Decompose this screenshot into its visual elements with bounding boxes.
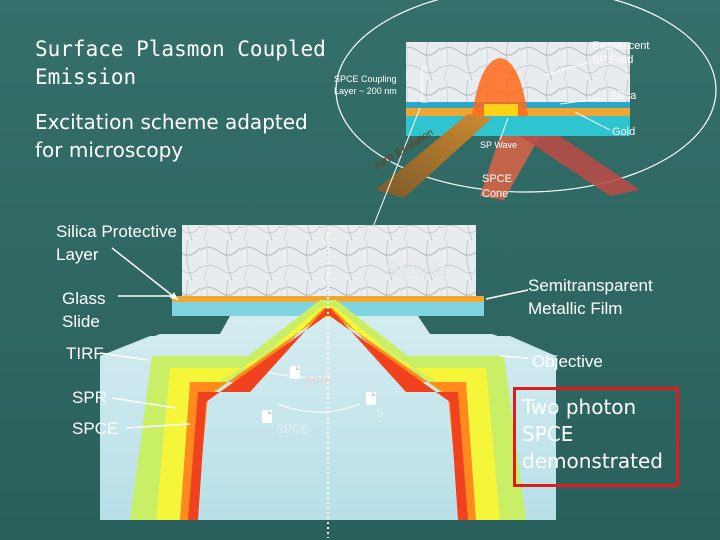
- callout-line1: Two photon: [522, 395, 637, 419]
- coupling-bracket: [421, 67, 428, 103]
- evanescent-label-line1: Evanescent: [592, 40, 650, 52]
- spce-cone-label-line2: Cone: [482, 188, 509, 200]
- angle-s-label: S: [376, 406, 385, 420]
- silica-protective-label-line1: Silica Protective: [56, 222, 177, 241]
- subtitle-line1: Excitation scheme adapted: [35, 110, 308, 134]
- evanescent-label-line2: SP Field: [592, 54, 634, 66]
- inset-spce-cone-right: [520, 136, 640, 196]
- pointer-spr: [111, 397, 177, 409]
- silica-label: Silica: [610, 90, 637, 102]
- inset-hotspot: [484, 104, 518, 116]
- objective-label: Objective: [532, 352, 603, 371]
- pointer-objective: [499, 355, 529, 359]
- subtitle-line2: for microscopy: [35, 138, 184, 162]
- callout-text: Two photon SPCE demonstrated: [522, 394, 682, 475]
- glass-slide-label-line2: Slide: [62, 312, 100, 331]
- inset-spr-beam: [376, 114, 492, 198]
- spce-cone-label-line1: SPCE: [482, 173, 512, 185]
- angle-spr-label: SPR: [304, 374, 329, 388]
- callout-box: [513, 387, 679, 487]
- gold-label: Gold: [612, 126, 636, 138]
- glass-slide-label-line1: Glass: [62, 289, 106, 308]
- inset-evanescent-field: [472, 58, 528, 116]
- inset-glass: [406, 116, 630, 136]
- angle-arc-spce: [277, 403, 361, 413]
- pointer-sp-wave: [499, 117, 509, 141]
- pointer-silica: [559, 97, 606, 105]
- angle-spce-label: SPCE: [276, 422, 309, 436]
- semitransparent-label-line1: Semitransparent: [528, 276, 653, 295]
- doc-icon-spce: [262, 410, 272, 423]
- pointer-metallic-film: [485, 289, 529, 300]
- inset-spce-cone-left: [480, 136, 540, 200]
- inset-ellipse: [335, 0, 717, 193]
- spr-label: SPR: [72, 388, 107, 407]
- pointer-silica-protective: [111, 247, 179, 301]
- tirf-label: TIRF: [66, 344, 104, 363]
- title-line1: Surface Plasmon Coupled: [35, 37, 326, 61]
- sp-wave-label: SP Wave: [480, 140, 518, 150]
- pointer-tirf: [99, 352, 149, 361]
- coupling-label-line2: Layer ~ 200 nm: [334, 86, 397, 96]
- doc-icon-s: [366, 392, 376, 405]
- pointer-gold: [574, 111, 611, 131]
- sample-label: Sample: [386, 260, 448, 280]
- silica-protective-label-line2: Layer: [56, 245, 99, 264]
- callout-line2: SPCE: [522, 422, 574, 446]
- spce-label: SPCE: [72, 419, 119, 438]
- callout-line3: demonstrated: [522, 449, 663, 473]
- doc-icon-spr: [290, 366, 300, 379]
- pointer-evanescent: [544, 61, 591, 76]
- title-line2: Emission: [35, 65, 137, 89]
- coupling-label-line1: SPCE Coupling: [334, 74, 397, 84]
- semitransparent-label-line2: Metallic Film: [528, 299, 623, 318]
- pointer-spce: [125, 423, 191, 429]
